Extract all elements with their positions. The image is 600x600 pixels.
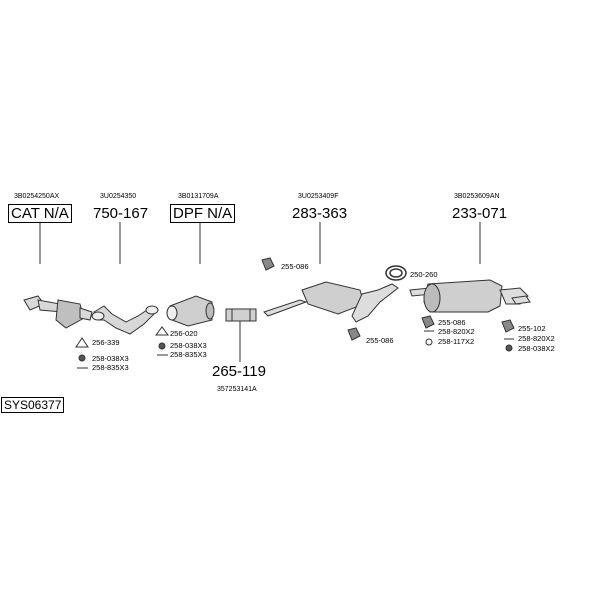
bent-pipe-icon	[91, 305, 159, 335]
dpf-icon	[166, 295, 215, 327]
accessory-code: 255-086	[366, 336, 394, 345]
accessory-code: 258-820X2	[438, 327, 475, 336]
nut-icon	[78, 354, 86, 362]
rubber-hanger-icon	[421, 315, 435, 329]
ring-icon	[425, 338, 433, 346]
accessory-code: 258-835X3	[170, 350, 207, 359]
part-number: 233-071	[452, 205, 508, 222]
oem-number: 3B0253609AN	[454, 193, 500, 200]
part-number-boxed: DPF N/A	[170, 204, 236, 223]
accessory-code: 256-020	[170, 329, 198, 338]
oem-number: 3U0253409F	[298, 193, 339, 200]
accessory-code: 258-835X3	[92, 363, 129, 372]
accessory-code: 256-339	[92, 338, 120, 347]
rubber-hanger-icon	[501, 319, 515, 333]
connector-sleeve-icon	[225, 308, 257, 322]
rubber-hanger-icon	[347, 327, 361, 341]
accessory-code: 258-820X2	[518, 334, 555, 343]
rubber-hanger-icon	[261, 257, 275, 271]
catalytic-converter-icon	[23, 295, 93, 329]
part-number: 283-363	[292, 205, 348, 222]
accessory-code: 255-086	[438, 318, 466, 327]
oem-number: 3U0254350	[100, 193, 137, 200]
oem-number: 3B0131709A	[178, 193, 219, 200]
part-number: 265-119	[212, 363, 266, 380]
gasket-triangle-icon	[75, 337, 89, 348]
part-number: 750-167	[93, 205, 149, 222]
gasket-triangle-icon	[155, 326, 169, 336]
accessory-code: 255-086	[281, 262, 309, 271]
system-id-label: SYS06377	[1, 397, 65, 413]
oem-number: 3B0254250AX	[14, 193, 60, 200]
rear-silencer-icon	[409, 279, 531, 313]
nut-icon	[158, 342, 166, 350]
clamp-ring-icon	[385, 265, 407, 281]
accessory-code: 258-038X3	[170, 341, 207, 350]
middle-silencer-icon	[263, 281, 399, 323]
oem-number: 357253141A	[217, 386, 257, 393]
accessory-code: 258-038X2	[518, 344, 555, 353]
nut-icon	[505, 344, 513, 352]
accessory-code: 258-038X3	[92, 354, 129, 363]
part-number-boxed: CAT N/A	[8, 204, 72, 223]
accessory-code: 258-117X2	[438, 337, 475, 346]
accessory-code: 255-102	[518, 324, 546, 333]
accessory-code: 250-260	[410, 270, 438, 279]
